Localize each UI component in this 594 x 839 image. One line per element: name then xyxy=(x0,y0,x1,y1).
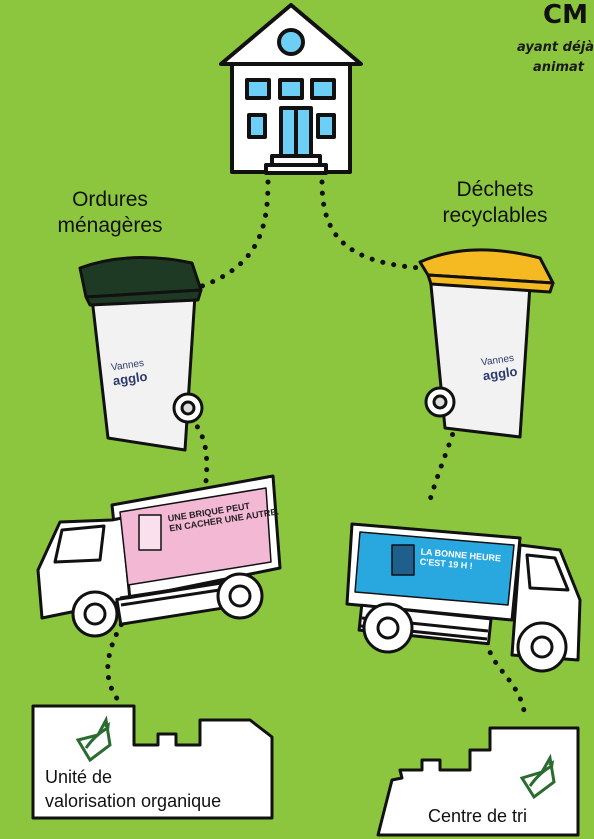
right-truck-icon xyxy=(347,524,580,671)
right-bin-label-line-2: recyclables xyxy=(420,203,570,229)
left-facility-label: Unité de valorisation organique xyxy=(45,765,270,813)
header-line-1: ayant déjà xyxy=(517,40,594,55)
right-facility-label: Centre de tri xyxy=(428,804,527,828)
right-bin-label: Déchets recyclables xyxy=(420,177,570,229)
left-bin-logo: Vannes agglo xyxy=(110,358,148,389)
header-code: CM xyxy=(543,2,588,28)
left-bin-label: Ordures ménagères xyxy=(30,187,190,239)
right-bin-label-line-1: Déchets xyxy=(420,177,570,203)
left-waste-bin-icon xyxy=(80,258,202,450)
left-facility-label-line-2: valorisation organique xyxy=(45,789,270,813)
right-bin-logo: Vannes agglo xyxy=(480,353,518,384)
left-bin-label-line-2: ménagères xyxy=(30,213,190,239)
school-building-icon xyxy=(221,5,361,173)
left-bin-label-line-1: Ordures xyxy=(30,187,190,213)
right-waste-bin-icon xyxy=(420,250,553,437)
left-truck-icon xyxy=(38,476,280,636)
left-facility-label-line-1: Unité de xyxy=(45,765,270,789)
header-line-2: animat xyxy=(533,60,584,75)
